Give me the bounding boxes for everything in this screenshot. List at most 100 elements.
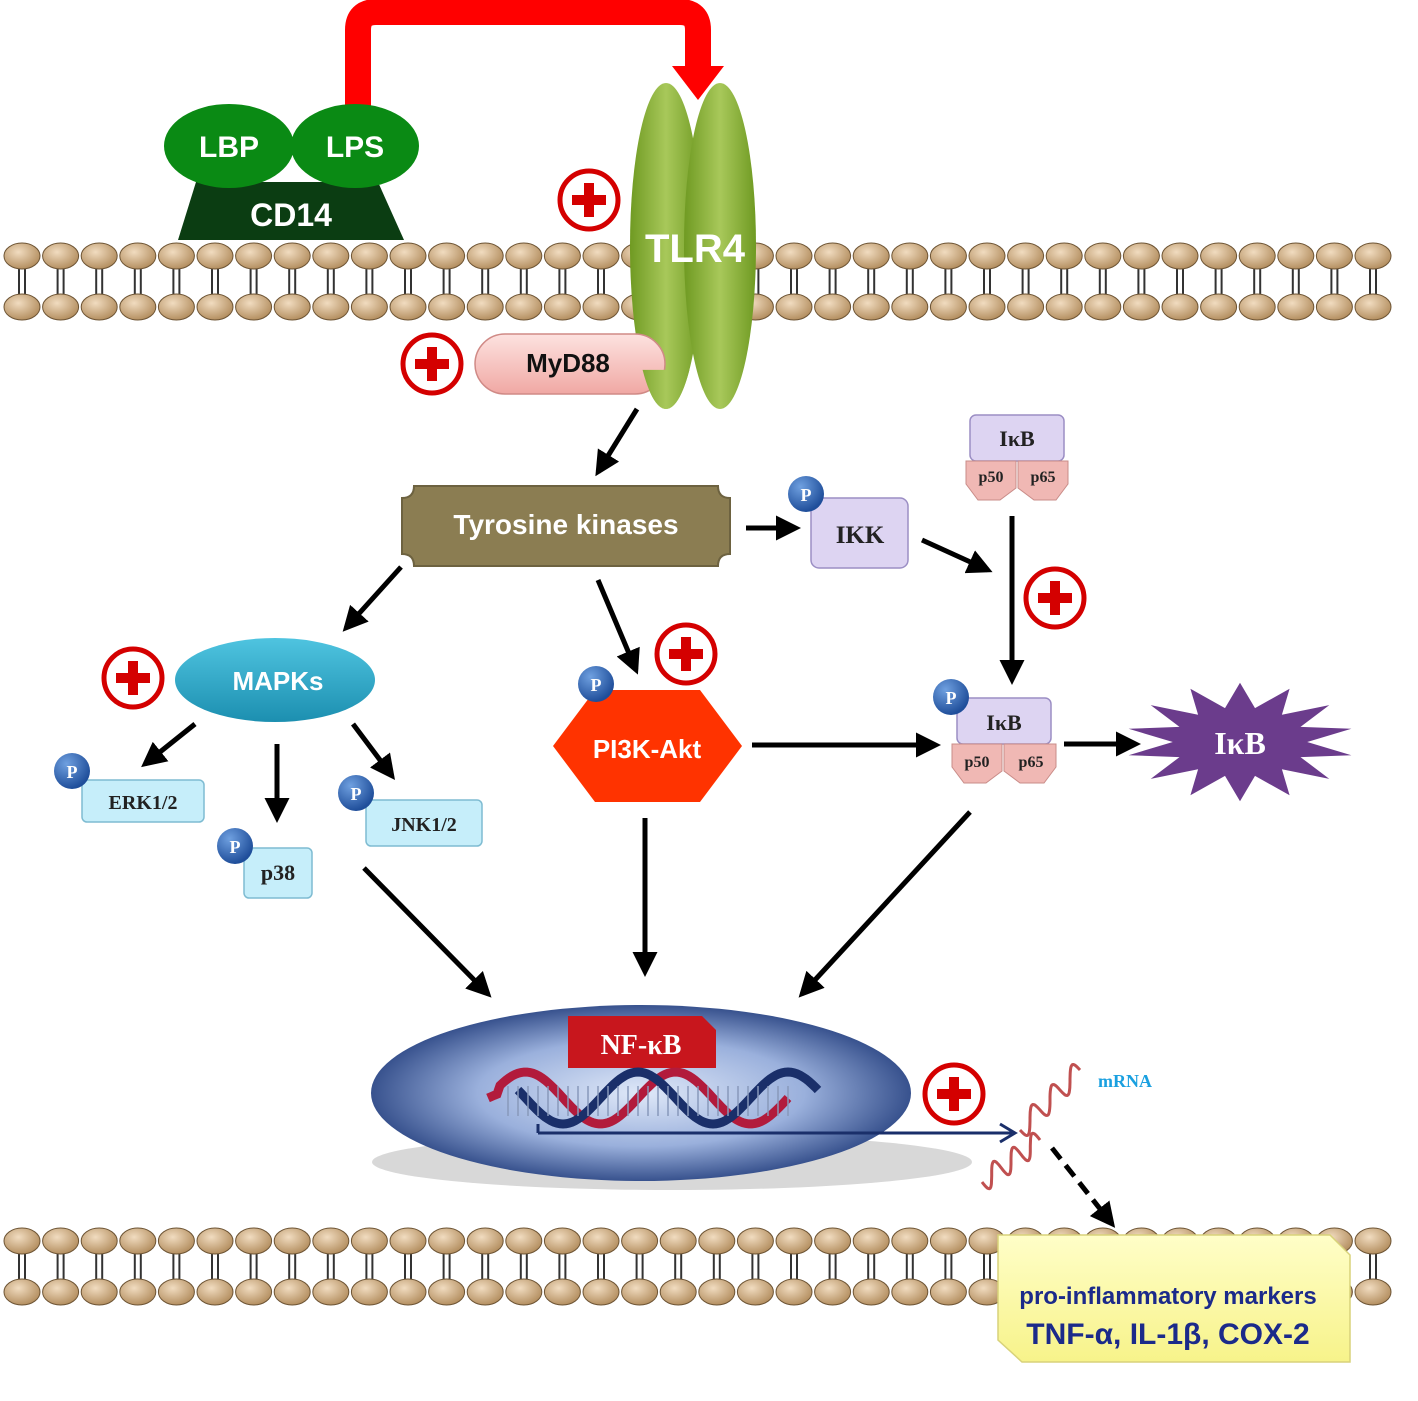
lipid-head [852,1278,890,1306]
lipid-head [350,1278,388,1306]
lipid-head [1238,293,1276,321]
arrow-mapks-to-erk [141,722,197,768]
ikb-mid-phospho-icon [933,679,969,715]
lipid-head [736,1278,774,1306]
lipid-head [929,1278,967,1306]
lipid-head [80,293,118,321]
lipid-head [80,1227,118,1255]
lipid-head [389,293,427,321]
plus-icon [654,622,718,686]
lipid-head [852,293,890,321]
p65-top-label: p65 [1031,469,1056,486]
lipid-head [273,1278,311,1306]
lipid-head [42,1227,80,1255]
lipid-head [350,293,388,321]
ikb-top-label: IκB [999,426,1035,451]
lipid-head [80,242,118,270]
lipid-head [736,1227,774,1255]
lipid-head [312,1227,350,1255]
lipid-head [157,242,195,270]
plus-icon [922,1062,986,1126]
lipid-head [1277,242,1315,270]
lipid-head [119,1278,157,1306]
p50-mid-label: p50 [965,754,990,771]
lipid-head [968,242,1006,270]
lipid-head [119,242,157,270]
pi3k-akt-shape [553,690,742,802]
lipid-head [1354,1278,1392,1306]
lipid-head [543,1278,581,1306]
plus-icon [557,168,621,232]
lipid-head [929,1227,967,1255]
lipid-head [157,1278,195,1306]
lipid-head [3,1227,41,1255]
ikk-phospho-icon [788,476,824,512]
lipid-head [968,293,1006,321]
lipid-head [235,242,273,270]
ikk-phospho-label: P [801,485,812,505]
arrow-ikk-to-ikb [920,537,993,574]
tyrosine-kinases-label: Tyrosine kinases [453,509,678,540]
pi3k-phospho-icon [578,666,614,702]
lipid-head [891,293,929,321]
ikb-top-shape [969,414,1065,462]
markers-box-shape [997,1234,1351,1363]
lipid-head [1122,242,1160,270]
lipid-head [466,1278,504,1306]
plus-icon [400,332,464,396]
lipid-head [235,293,273,321]
lipid-head [582,1227,620,1255]
myd88-shape [474,333,666,395]
ikb-degraded-label: IκB [1214,725,1266,761]
lipid-head [80,1278,118,1306]
lipid-head [891,1227,929,1255]
lipid-head [1084,242,1122,270]
lipid-head [698,1227,736,1255]
lipid-head [1161,242,1199,270]
lipid-head [543,1227,581,1255]
pi3k-phospho-label: P [591,675,602,695]
lipid-head [814,1278,852,1306]
lipid-head [119,1227,157,1255]
mrna-wave-upper [1018,1062,1082,1138]
lipid-head [891,1278,929,1306]
plus-icon [1023,566,1087,630]
p38-shape [243,847,313,899]
lipid-head [1354,293,1392,321]
lipid-head [1161,293,1199,321]
tyrosine-kinases-shape [401,485,731,567]
lipid-head [505,1227,543,1255]
lipid-head [3,242,41,270]
jnk-shape [365,799,483,847]
lipid-head [273,242,311,270]
jnk-label: JNK1/2 [391,814,457,836]
lipid-head [350,242,388,270]
lipid-head [312,293,350,321]
lipid-head [1200,293,1238,321]
lipid-head [428,293,466,321]
lipid-head [312,242,350,270]
lipid-head [891,242,929,270]
jnk-phospho-label: P [351,784,362,804]
lipid-head [1238,242,1276,270]
p50-mid-shape [951,743,1003,784]
lipid-head [157,1227,195,1255]
lipid-head [273,293,311,321]
lipid-head [196,1278,234,1306]
dna-helix [486,1067,822,1129]
lipid-head [157,293,195,321]
lipid-head [428,1227,466,1255]
p50-top-shape [965,460,1017,501]
lipid-head [1122,293,1160,321]
lipid-head [814,1227,852,1255]
lipid-head [621,1278,659,1306]
lipid-head [389,242,427,270]
lipid-head [1007,293,1045,321]
lipid-head [1200,242,1238,270]
lipid-head [466,293,504,321]
erk-phospho-icon [54,753,90,789]
lps-shape [291,104,419,188]
lipid-head [929,242,967,270]
arrow-tyrosine-to-mapks [342,565,403,632]
tlr4-label: TLR4 [645,227,746,271]
